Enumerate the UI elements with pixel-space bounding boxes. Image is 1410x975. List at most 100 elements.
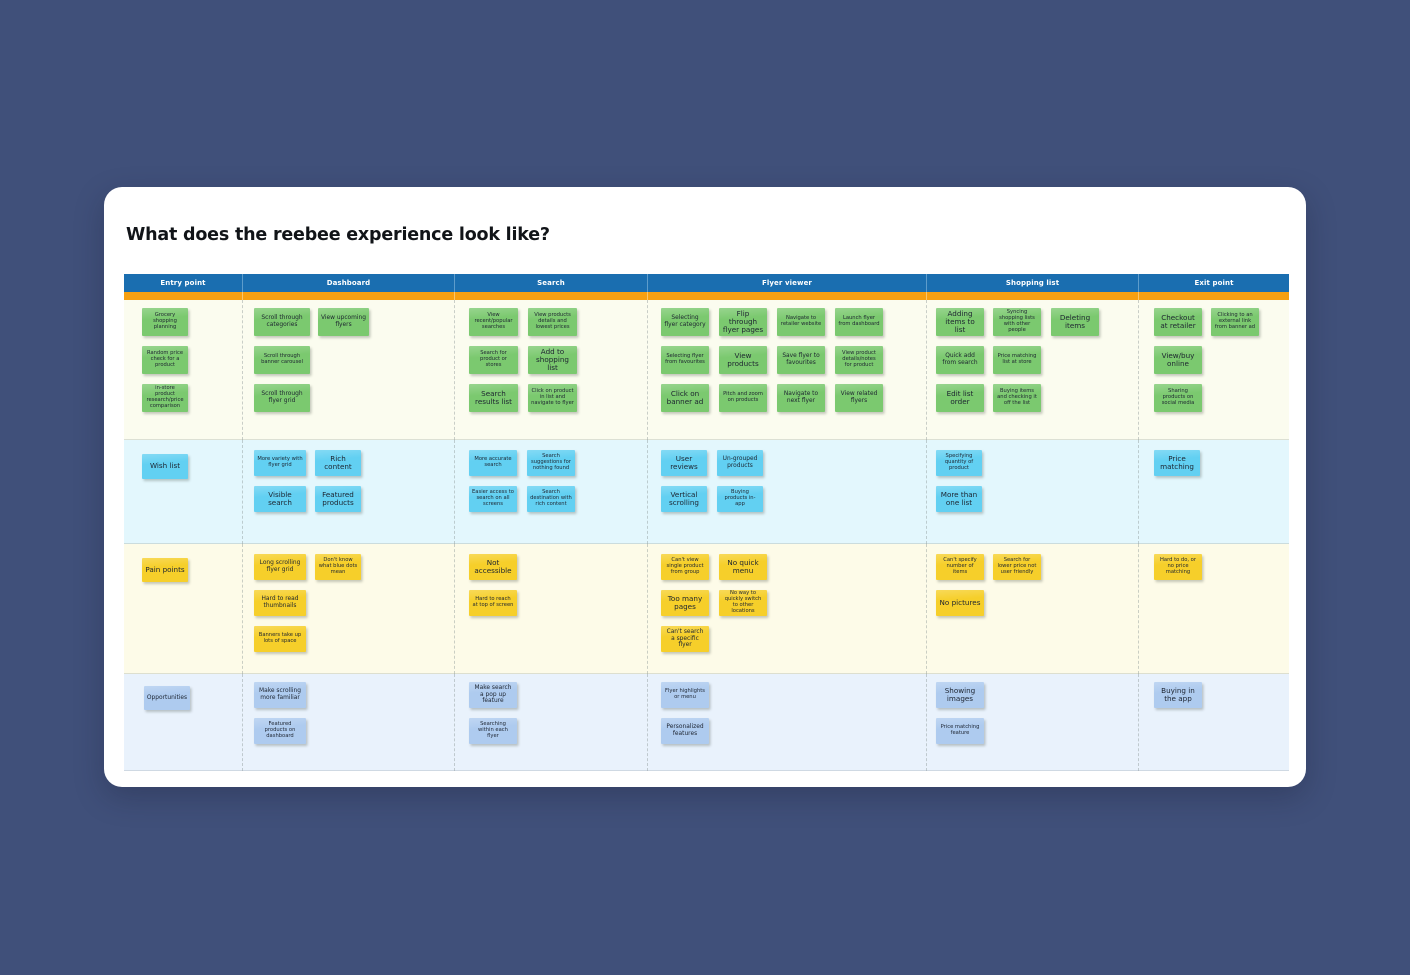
sticky-note-text: Search results list bbox=[475, 388, 512, 406]
sticky-note-text: Launch flyer from dashboard bbox=[838, 315, 880, 327]
sticky-note-text: Too many pages bbox=[667, 593, 703, 611]
sticky-note[interactable]: Launch flyer from dashboard bbox=[835, 308, 883, 336]
sticky-note[interactable]: Flyer highlights or menu bbox=[661, 682, 709, 708]
sticky-note-text: Don't know what blue dots mean bbox=[318, 557, 358, 575]
sticky-note[interactable]: Search destination with rich content bbox=[527, 486, 575, 512]
sticky-note[interactable]: Banners take up lots of space bbox=[254, 626, 306, 652]
sticky-note[interactable]: Syncing shopping lists with other people bbox=[993, 308, 1041, 336]
sticky-note[interactable]: Can't search a specific flyer bbox=[661, 626, 709, 652]
sticky-note[interactable]: Search for lower price not user friendly bbox=[993, 554, 1041, 580]
sticky-note[interactable]: Edit list order bbox=[936, 384, 984, 412]
sticky-note[interactable]: Hard to reach at top of screen bbox=[469, 590, 517, 616]
sticky-note[interactable]: Checkout at retailer bbox=[1154, 308, 1202, 336]
sticky-note[interactable]: Adding items to list bbox=[936, 308, 984, 336]
sticky-note[interactable]: Navigate to retailer website bbox=[777, 308, 825, 336]
sticky-note[interactable]: Click on product in list and navigate to… bbox=[528, 384, 577, 412]
sticky-note[interactable]: Don't know what blue dots mean bbox=[315, 554, 361, 580]
sticky-note[interactable]: Not accessible bbox=[469, 554, 517, 580]
sticky-note[interactable]: Grocery shopping planning bbox=[142, 308, 188, 336]
sticky-note[interactable]: More than one list bbox=[936, 486, 982, 512]
sticky-note[interactable]: Make scrolling more familiar bbox=[254, 682, 306, 708]
sticky-note[interactable]: Can't specify number of items bbox=[936, 554, 984, 580]
sticky-note[interactable]: Un-grouped products bbox=[717, 450, 763, 476]
sticky-note[interactable]: More variety with flyer grid bbox=[254, 450, 306, 476]
sticky-note[interactable]: No pictures bbox=[936, 590, 984, 616]
sticky-note[interactable]: Price matching bbox=[1154, 450, 1200, 476]
sticky-note[interactable]: More accurate search bbox=[469, 450, 517, 476]
sticky-note-text: More accurate search bbox=[474, 456, 512, 468]
sticky-note[interactable]: Scroll through categories bbox=[254, 308, 310, 336]
sticky-note[interactable]: Vertical scrolling bbox=[661, 486, 707, 512]
sticky-note[interactable]: Opportunities bbox=[144, 686, 190, 710]
sticky-note[interactable]: Random price check for a product bbox=[142, 346, 188, 374]
sticky-note[interactable]: Price matching list at store bbox=[993, 346, 1041, 374]
sticky-note[interactable]: Buying in the app bbox=[1154, 682, 1202, 708]
sticky-note-text: No quick menu bbox=[727, 557, 759, 575]
sticky-note[interactable]: View products bbox=[719, 346, 767, 374]
sticky-note[interactable]: Sharing products on social media bbox=[1154, 384, 1202, 412]
sticky-note[interactable]: Deleting items bbox=[1051, 308, 1099, 336]
sticky-note-text: Make search a pop up feature bbox=[474, 685, 512, 705]
sticky-note[interactable]: Search for product or stores bbox=[469, 346, 518, 374]
sticky-note[interactable]: Navigate to next flyer bbox=[777, 384, 825, 412]
sticky-note[interactable]: Specifying quantity of product bbox=[936, 450, 982, 476]
sticky-note[interactable]: Featured products bbox=[315, 486, 361, 512]
sticky-note[interactable]: Price matching feature bbox=[936, 718, 984, 744]
sticky-note[interactable]: Flip through flyer pages bbox=[719, 308, 767, 336]
sticky-note[interactable]: Rich content bbox=[315, 450, 361, 476]
sticky-note[interactable]: Pitch and zoom on products bbox=[719, 384, 767, 412]
sticky-note[interactable]: Scroll through flyer grid bbox=[254, 384, 310, 412]
sticky-note[interactable]: Long scrolling flyer grid bbox=[254, 554, 306, 580]
sticky-note[interactable]: View/buy online bbox=[1154, 346, 1202, 374]
sticky-note[interactable]: Hard to do, or no price matching bbox=[1154, 554, 1202, 580]
sticky-note-text: Un-grouped products bbox=[722, 456, 758, 469]
sticky-note[interactable]: Save flyer to favourites bbox=[777, 346, 825, 374]
sticky-note-text: More than one list bbox=[940, 489, 978, 507]
sticky-note[interactable]: Add to shopping list bbox=[528, 346, 577, 374]
sticky-note[interactable]: in-store product research/price comparis… bbox=[142, 384, 188, 412]
sticky-note[interactable]: Search suggestions for nothing found bbox=[527, 450, 575, 476]
sticky-note-text: User reviews bbox=[670, 453, 698, 471]
sticky-note[interactable]: Buying items and checking it off the lis… bbox=[993, 384, 1041, 412]
sticky-note[interactable]: Make search a pop up feature bbox=[469, 682, 517, 708]
sticky-note[interactable]: Selecting flyer category bbox=[661, 308, 709, 336]
sticky-note[interactable]: Wish list bbox=[142, 454, 188, 479]
sticky-note[interactable]: Selecting flyer from favourites bbox=[661, 346, 709, 374]
sticky-note[interactable]: View products details and lowest prices bbox=[528, 308, 577, 336]
sticky-note[interactable]: Searching within each flyer bbox=[469, 718, 517, 744]
sticky-note[interactable]: Quick add from search bbox=[936, 346, 984, 374]
sticky-note[interactable]: Buying products in-app bbox=[717, 486, 763, 512]
sticky-note[interactable]: Visible search bbox=[254, 486, 306, 512]
sticky-note[interactable]: No way to quickly switch to other locati… bbox=[719, 590, 767, 616]
sticky-note[interactable]: View upcoming flyers bbox=[318, 308, 369, 336]
sticky-note[interactable]: View related flyers bbox=[835, 384, 883, 412]
sticky-note[interactable]: Click on banner ad bbox=[661, 384, 709, 412]
row-wish-list: Wish list More variety with flyer grid Ric… bbox=[124, 440, 1289, 544]
cell-wish-list-5: Price matching bbox=[1139, 440, 1289, 544]
sticky-note-text: Not accessible bbox=[474, 557, 512, 575]
column-header-search: Search bbox=[455, 274, 648, 292]
sticky-note[interactable]: Can't view single product from group bbox=[661, 554, 709, 580]
sticky-note-text: Click on banner ad bbox=[666, 388, 704, 406]
sticky-note[interactable]: View recent/popular searches bbox=[469, 308, 518, 336]
sticky-note[interactable]: Featured products on dashboard bbox=[254, 718, 306, 744]
sticky-note-text: Banners take up lots of space bbox=[258, 632, 302, 644]
sticky-note[interactable]: Search results list bbox=[469, 384, 518, 412]
sticky-note[interactable]: Easier access to search on all screens bbox=[469, 486, 517, 512]
sticky-note[interactable]: User reviews bbox=[661, 450, 707, 476]
sticky-note[interactable]: Personalized features bbox=[661, 718, 709, 744]
sticky-note[interactable]: Pain points bbox=[142, 558, 188, 582]
sticky-note[interactable]: Clicking to an external link from banner… bbox=[1211, 308, 1259, 336]
sticky-note-text: Pitch and zoom on products bbox=[723, 391, 763, 403]
sticky-note[interactable]: Scroll through banner carousel bbox=[254, 346, 310, 374]
sticky-note[interactable]: View product details/notes for product bbox=[835, 346, 883, 374]
sticky-note[interactable]: No quick menu bbox=[719, 554, 767, 580]
cell-pain-points-1: Long scrolling flyer grid Don't know what… bbox=[243, 544, 455, 674]
sticky-note-text: Clicking to an external link from banner… bbox=[1214, 312, 1256, 330]
sticky-note-text: Quick add from search bbox=[942, 353, 978, 366]
sticky-note[interactable]: Hard to read thumbnails bbox=[254, 590, 306, 616]
sticky-note[interactable]: Too many pages bbox=[661, 590, 709, 616]
sticky-note[interactable]: Showing images bbox=[936, 682, 984, 708]
